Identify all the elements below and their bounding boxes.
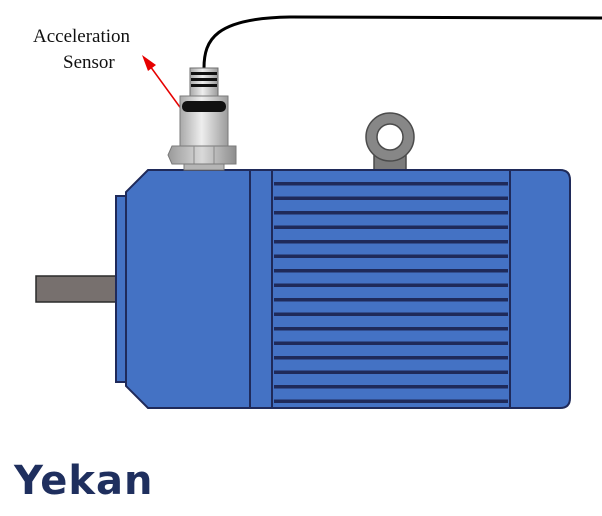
cooling-fin (274, 225, 508, 229)
cooling-fin (274, 254, 508, 258)
cooling-fin (274, 182, 508, 186)
cooling-fin (274, 211, 508, 215)
cooling-fin (274, 399, 508, 403)
cooling-fin (274, 283, 508, 287)
motor-joint-band (249, 169, 273, 409)
cooling-fin (274, 385, 508, 389)
cooling-fin (274, 341, 508, 345)
yekan-logo: Yekan (13, 458, 202, 504)
acceleration-sensor (167, 67, 237, 171)
cooling-fin (274, 298, 508, 302)
cooling-fin (274, 327, 508, 331)
sensor-label-line1: Acceleration (33, 26, 131, 47)
annotation-arrow (142, 55, 183, 111)
cooling-fins (274, 182, 508, 403)
cooling-fin (274, 196, 508, 200)
logo-text: Yekan (13, 458, 154, 504)
sensor-label-line2: Sensor (63, 52, 115, 73)
cooling-fin (274, 269, 508, 273)
cooling-fin (274, 312, 508, 316)
motor-end-cap (125, 169, 253, 409)
cooling-fin (274, 356, 508, 360)
motor-shaft (35, 275, 123, 303)
cooling-fin (274, 240, 508, 244)
lifting-eye (365, 112, 415, 173)
motor-body (271, 169, 571, 409)
sensor-cable (202, 15, 602, 69)
cooling-fin (274, 370, 508, 374)
